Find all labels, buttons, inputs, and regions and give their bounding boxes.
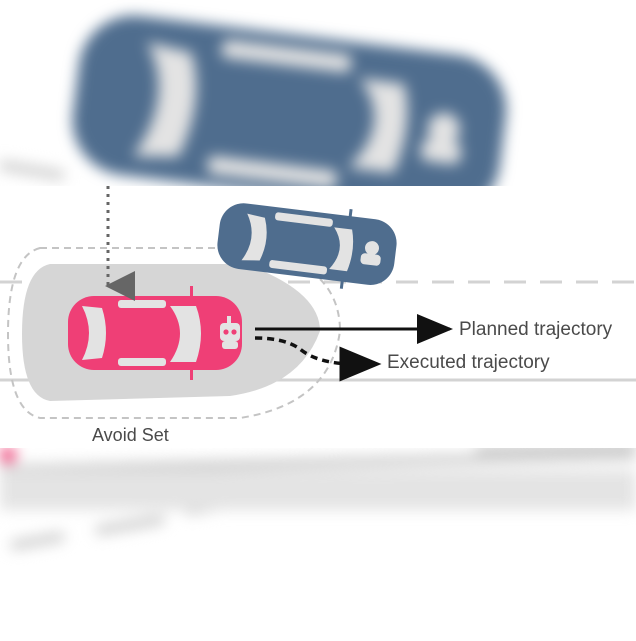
robot-icon [220,316,240,349]
blurred-ego-car [0,447,16,463]
blurred-road-band [0,470,636,510]
ego-car-icon [68,286,242,380]
executed-trajectory-arrow [254,336,382,382]
diagram-panel: Planned trajectory Executed trajectory A… [0,186,636,448]
other-car-icon [217,203,397,289]
executed-trajectory-label: Executed trajectory [387,352,550,373]
planned-trajectory-label: Planned trajectory [459,319,613,340]
driver-person-icon [360,241,381,266]
diagram-svg [0,186,636,419]
avoid-set-boundary [6,247,342,419]
blurred-other-car [72,15,507,215]
avoid-set-label: Avoid Set [92,425,169,445]
